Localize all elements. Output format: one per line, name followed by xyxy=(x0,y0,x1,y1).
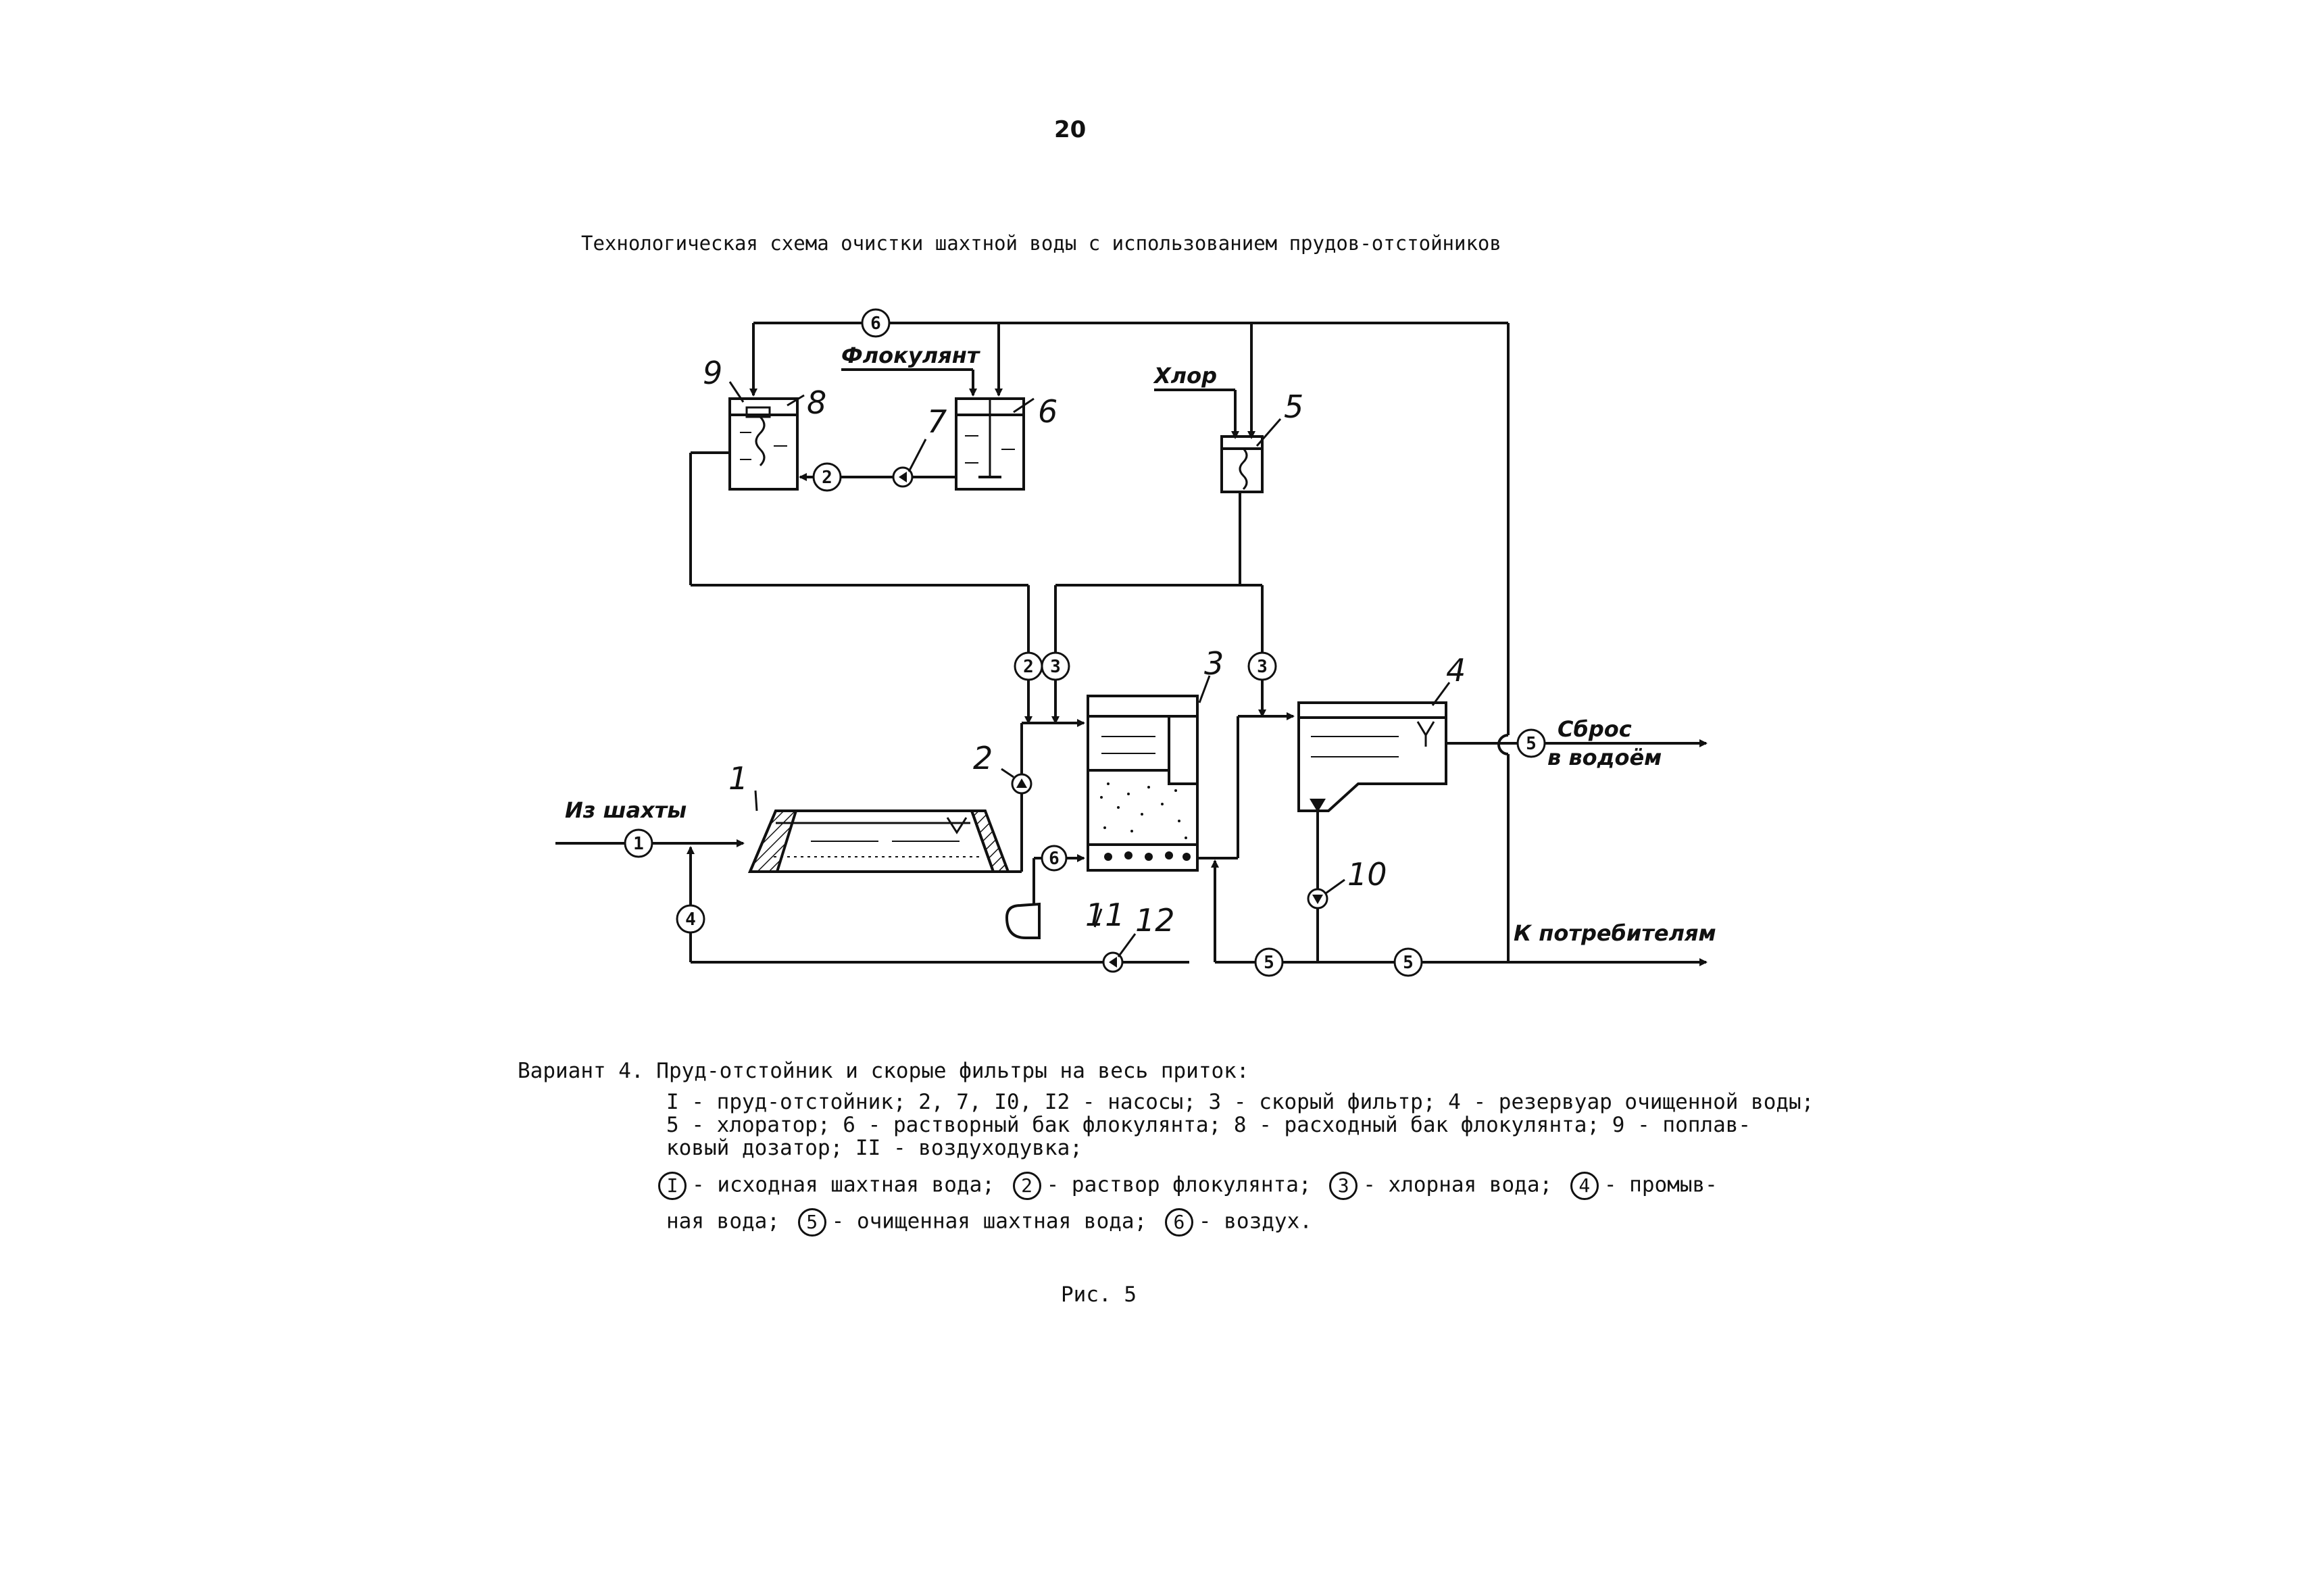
label-10: 10 xyxy=(1347,856,1387,893)
from-mine-label: Из шахты xyxy=(565,797,687,823)
legend-line-1: I - пруд-отстойник; 2, 7, I0, I2 - насос… xyxy=(666,1090,1814,1114)
legend-stream-3-num: 3 xyxy=(1329,1172,1358,1200)
marker-flocculant-solution-label: 2 xyxy=(822,468,832,488)
legend-stream-5-text: - очищенная шахтная вода; xyxy=(831,1209,1147,1234)
marker-treated-water-discharge-label: 5 xyxy=(1526,734,1537,754)
page-title: Технологическая схема очистки шахтной во… xyxy=(581,232,1501,255)
to-consumers-label: К потребителям xyxy=(1514,920,1716,946)
legend-stream-6-text: - воздух. xyxy=(1198,1209,1312,1234)
marker-raw-water xyxy=(624,828,653,858)
legend-stream-2-text: - раствор флокулянта; xyxy=(1046,1172,1312,1197)
label-4: 4 xyxy=(1446,652,1466,689)
legend-stream-4-text: - промыв- xyxy=(1603,1172,1718,1197)
marker-treated-water-1-label: 5 xyxy=(1264,953,1274,973)
legend-stream-1-text: - исходная шахтная вода; xyxy=(692,1172,995,1197)
label-3: 3 xyxy=(1204,645,1224,682)
discharge-label-2: в водоём xyxy=(1547,745,1662,770)
label-9: 9 xyxy=(703,355,722,391)
marker-air-filter xyxy=(1041,845,1068,872)
marker-treated-water-discharge xyxy=(1516,728,1546,758)
label-6: 6 xyxy=(1038,393,1057,430)
marker-chlorine-water-reservoir xyxy=(1247,651,1277,681)
clean-water-reservoir-4 xyxy=(1297,701,1447,812)
legend-variant: Вариант 4. Пруд-отстойник и скорые фильт… xyxy=(518,1059,1249,1083)
legend-stream-4-continued: ная вода; xyxy=(666,1209,780,1234)
legend-stream-6-num: 6 xyxy=(1164,1208,1193,1237)
label-2: 2 xyxy=(973,740,993,776)
legend-line-3: ковый дозатор; II - воздуходувка; xyxy=(666,1136,1082,1160)
legend-stream-2-num: 2 xyxy=(1012,1172,1041,1200)
legend-stream-1-num: I xyxy=(658,1172,687,1200)
label-11: 11 xyxy=(1085,897,1125,933)
marker-treated-water-1 xyxy=(1254,947,1284,977)
figure-caption: Рис. 5 xyxy=(1061,1282,1137,1307)
marker-treated-water-2 xyxy=(1393,947,1423,977)
marker-air-filter-label: 6 xyxy=(1049,849,1060,869)
marker-chlorine-water-reservoir-label: 3 xyxy=(1257,657,1268,677)
marker-chlorine-water-filter xyxy=(1041,651,1070,681)
legend-streams-row-1: I- исходная шахтная вода; 2- раствор фло… xyxy=(653,1172,1718,1200)
marker-flocculant-solution xyxy=(812,462,842,492)
marker-wash-water xyxy=(676,904,705,934)
flocculant-label: Флокулянт xyxy=(841,343,981,368)
chlorine-label: Хлор xyxy=(1153,363,1217,389)
label-12: 12 xyxy=(1135,902,1175,939)
legend-stream-5-num: 5 xyxy=(797,1208,826,1237)
label-5: 5 xyxy=(1284,389,1303,425)
label-7: 7 xyxy=(927,403,947,440)
discharge-label-1: Сброс xyxy=(1558,716,1632,742)
label-1: 1 xyxy=(728,760,748,797)
marker-wash-water-label: 4 xyxy=(685,909,696,930)
marker-raw-water-label: 1 xyxy=(633,834,644,854)
marker-air-top xyxy=(861,308,891,338)
legend-stream-3-text: - хлорная вода; xyxy=(1363,1172,1553,1197)
legend-stream-4-num: 4 xyxy=(1570,1172,1599,1200)
legend-line-2: 5 - хлоратор; 6 - растворный бак флокуля… xyxy=(666,1113,1751,1137)
legend-streams-row-2: ная вода; 5- очищенная шахтная вода; 6- … xyxy=(666,1208,1312,1237)
marker-flocculant-solution-filter-label: 2 xyxy=(1023,657,1034,677)
marker-treated-water-2-label: 5 xyxy=(1403,953,1414,973)
label-8: 8 xyxy=(807,384,826,421)
page-number: 20 xyxy=(1054,116,1087,143)
chlorinator-5 xyxy=(1220,435,1264,493)
marker-air-top-label: 6 xyxy=(870,314,881,334)
flocculant-consumption-tank-8 xyxy=(728,397,799,491)
marker-chlorine-water-filter-label: 3 xyxy=(1050,657,1061,677)
air-blower-11 xyxy=(1005,902,1041,939)
